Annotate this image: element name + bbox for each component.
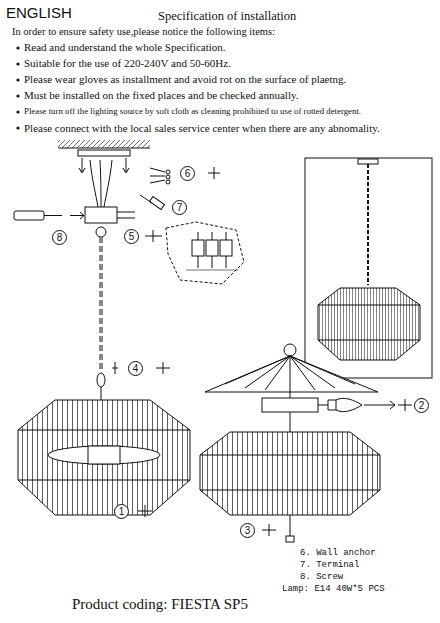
instruction-item: Must be installed on the fixed places an… — [24, 89, 299, 102]
callout-number: 2 — [414, 398, 429, 413]
intro-note: In order to ensure safety use,please not… — [12, 26, 275, 38]
product-code: Product coding: FIESTA SP5 — [72, 596, 248, 613]
instruction-item: Suitable for the use of 220-240V and 50-… — [24, 57, 231, 70]
callout-number: 4 — [128, 361, 143, 376]
callout-number: 8 — [52, 230, 67, 245]
instruction-item: Please connect with the local sales serv… — [24, 122, 380, 135]
lamp-spec: Lamp: E14 40W*5 PCS — [282, 584, 385, 594]
callout-number: 1 — [114, 504, 129, 519]
callout-number: 6 — [180, 166, 195, 181]
legend-item: 7. Terminal — [300, 560, 359, 570]
instruction-item: Read and understand the whole Specificat… — [24, 41, 226, 54]
sheet-title: Specification of installation — [158, 9, 296, 23]
callout-number: 5 — [124, 229, 139, 244]
callout-number: 3 — [240, 523, 255, 538]
heading: ENGLISH — [6, 4, 72, 21]
instruction-item: Please wear gloves as installment and av… — [24, 73, 346, 86]
legend-item: 8. Screw — [300, 572, 343, 582]
callout-number: 7 — [172, 200, 187, 215]
legend-item: 6. Wall anchor — [300, 548, 376, 558]
instruction-item: Please turn off the lighting source by s… — [24, 106, 361, 116]
